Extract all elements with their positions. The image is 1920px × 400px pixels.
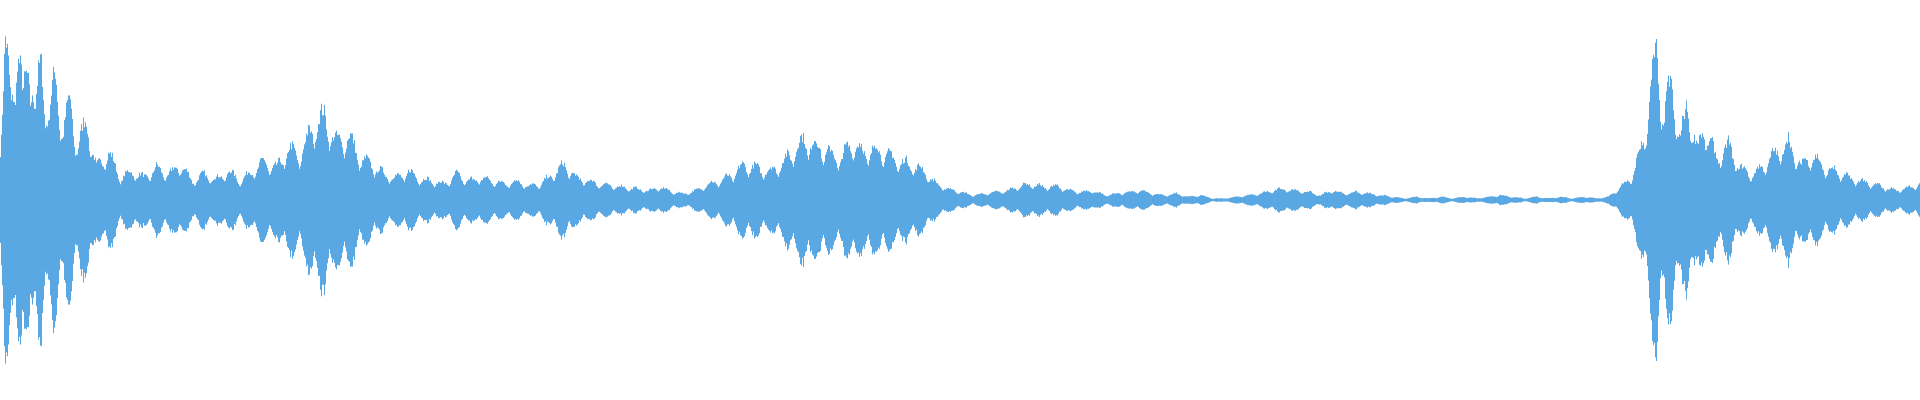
waveform-trace (0, 36, 1920, 364)
